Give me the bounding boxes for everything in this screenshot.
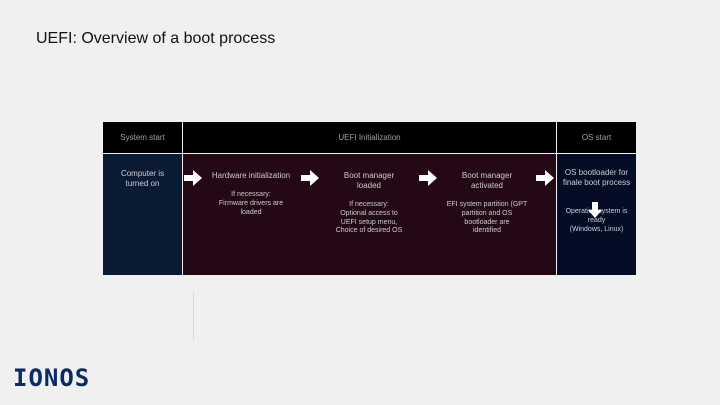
divider-line: [193, 292, 194, 340]
page-title: UEFI: Overview of a boot process: [36, 30, 276, 47]
arrow-right-icon: [301, 170, 319, 186]
step-computer-on: Computer is turned on: [120, 169, 165, 188]
step-boot-manager-activated-title: Boot manager activated: [461, 171, 513, 190]
arrow-right-icon: [419, 170, 437, 186]
header-os-start: OS start: [557, 122, 636, 153]
header-system-start: System start: [103, 122, 182, 153]
arrow-right-icon: [536, 170, 554, 186]
header-uefi-initialization-label: UEFI Initialization: [338, 133, 401, 142]
arrow-right-icon: [184, 170, 202, 186]
column-system-start: [103, 154, 182, 275]
ionos-logo: IONOS: [13, 364, 91, 392]
step-hardware-init-note: If necessary: Firmware drivers are loade…: [218, 191, 284, 216]
step-os-ready-note: Operating system is ready (Windows, Linu…: [565, 208, 628, 233]
step-boot-manager-activated-note: EFI system partition (GPT partition and …: [446, 201, 528, 235]
arrow-down-icon: [588, 202, 602, 218]
column-uefi-initialization: [183, 154, 556, 275]
step-boot-manager-loaded-title: Boot manager loaded: [343, 171, 395, 190]
step-hardware-init-title: Hardware initialization: [211, 171, 291, 180]
step-os-bootloader-title: OS bootloader for finale boot process: [562, 168, 631, 187]
header-uefi-initialization: UEFI Initialization: [183, 122, 556, 153]
header-os-start-label: OS start: [581, 133, 612, 142]
step-boot-manager-loaded-note: If necessary: Optional access to UEFI se…: [335, 201, 403, 235]
header-system-start-label: System start: [120, 133, 165, 142]
